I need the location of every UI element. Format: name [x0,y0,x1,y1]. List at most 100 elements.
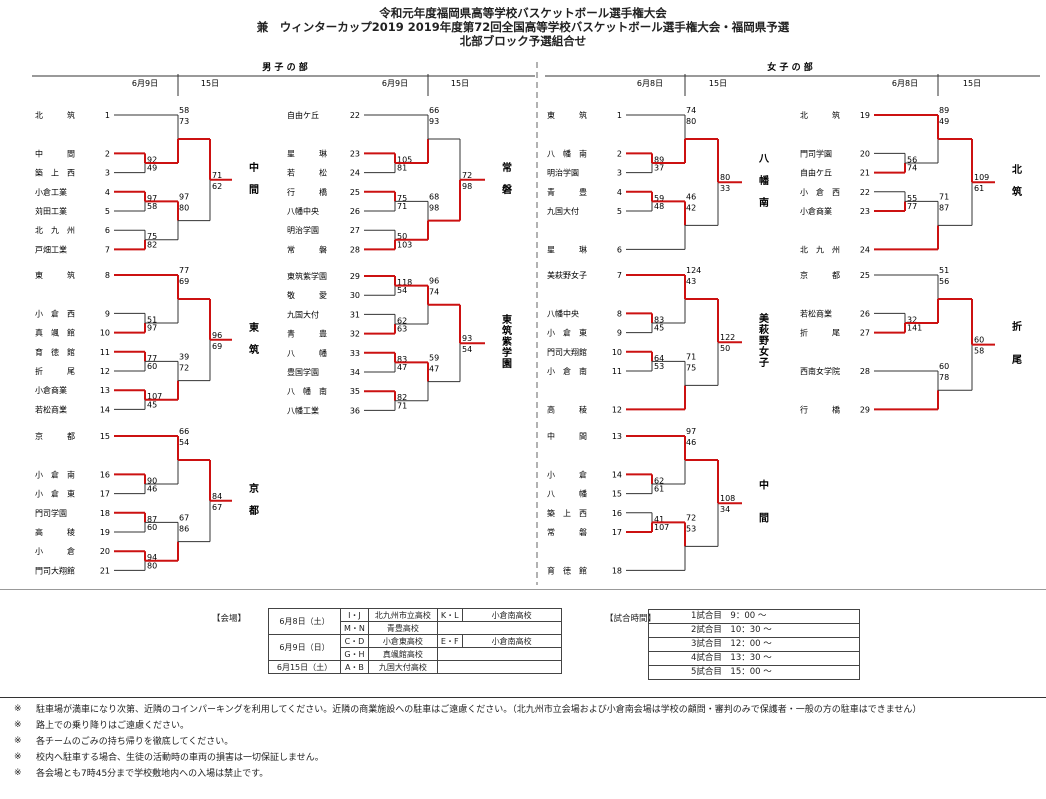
team-name: 若松商業 [800,308,832,318]
score-label: 47 [429,364,439,373]
team-seed: 23 [860,207,870,216]
score-label: 74 [429,288,439,297]
block-winner-label: 幡 [759,174,770,187]
score-label: 53 [654,362,664,371]
team-name: 戸畑工業 [35,244,67,254]
block-winner-label: 折 [1012,320,1022,333]
note-text: 路上での乗り降りはご遠慮ください。 [36,721,190,731]
venue-court: G・H [340,647,369,661]
venue-site: 青豊高校 [367,621,438,635]
block-winner-label: 野 [759,335,769,347]
score-label: 42 [686,203,696,212]
score-label: 72 [179,363,189,372]
team-seed: 34 [350,368,360,377]
team-seed: 3 [617,169,622,178]
team-seed: 6 [617,245,622,254]
team-name: 東 筑 [547,110,587,120]
score-label: 67 [179,513,189,522]
venue-date: 6月9日（日） [268,634,341,661]
score-label: 71 [939,192,949,201]
team-name: 真 颯 館 [35,328,75,338]
block-title: 北部ブロック予選組合せ [459,34,587,48]
team-name: 美萩野女子 [547,270,587,280]
score-label: 83 [654,315,664,324]
score-label: 77 [179,266,189,275]
venue-site: 北九州市立高校 [367,608,438,622]
venue-empty [436,647,562,661]
venue-site: 小倉南高校 [461,634,562,648]
team-name: 八 幡 南 [287,386,327,396]
notes-divider [0,697,1046,698]
note-mark: ※ [14,720,22,730]
block-winner-label: 京 [249,482,259,495]
team-seed: 23 [350,149,360,158]
score-label: 47 [397,363,407,372]
score-label: 73 [179,117,189,126]
team-seed: 25 [860,271,870,280]
block-winner-label: 筑 [1012,185,1022,198]
team-name: 門司大翔館 [547,347,587,357]
score-label: 80 [147,561,157,570]
team-seed: 17 [100,490,110,499]
team-name: 北 筑 [35,110,75,120]
venue-row: 6月8日（土） I・J 北九州市立高校 K・L 小倉南高校 [268,608,562,635]
venue-table: 6月8日（土） I・J 北九州市立高校 K・L 小倉南高校 M・N 青豊高校 6… [268,608,562,674]
score-label: 80 [686,117,696,126]
venue-row: 6月15日（土） A・B 九国大付高校 [268,660,562,674]
team-name: 八幡中央 [547,308,579,318]
team-name: 八 幡 南 [547,148,587,158]
team-name: 八 幡 [287,348,327,358]
score-label: 56 [907,155,917,164]
team-name: 折 尾 [800,328,840,338]
team-name: 小 倉 [35,546,75,556]
note-mark: ※ [14,736,22,746]
score-label: 46 [147,485,157,494]
note-text: 校内へ駐車する場合、生徒の活動時の車両の損害は一切保証しません。 [36,753,324,763]
date-header-boys-left-day1: 6月9日 [132,79,158,88]
team-name: 小 倉 東 [547,328,587,338]
block-winner-label: 子 [759,357,769,369]
block-winner-label: 間 [249,184,259,196]
team-name: 折 尾 [35,366,75,376]
team-seed: 29 [350,272,360,281]
score-label: 105 [397,155,412,164]
team-seed: 4 [105,188,110,197]
team-seed: 12 [612,405,622,414]
team-seed: 33 [350,349,360,358]
score-label: 33 [720,184,730,193]
score-label: 75 [147,232,157,241]
team-seed: 35 [350,387,360,396]
score-label: 49 [939,117,949,126]
score-label: 80 [720,173,730,182]
score-label: 48 [654,202,664,211]
team-name: 育 徳 館 [547,565,587,575]
team-name: 北 筑 [800,110,840,120]
score-label: 74 [907,164,917,173]
score-label: 69 [212,342,222,351]
team-name: 小倉商業 [800,206,832,216]
date-header-girls-left-day2: 15日 [709,79,727,88]
score-label: 71 [397,202,407,211]
team-seed: 31 [350,310,360,319]
team-seed: 11 [612,367,622,376]
score-label: 66 [179,427,189,436]
block-winner-label: 萩 [758,323,769,336]
team-seed: 12 [100,367,110,376]
team-name: 北 九 州 [800,245,840,254]
score-label: 93 [462,334,472,343]
team-seed: 14 [612,470,622,479]
venue-label: 【会場】 [212,614,247,624]
team-name: 小 倉 東 [35,489,75,499]
score-label: 98 [429,203,439,212]
team-name: 明治学園 [547,168,579,178]
note-text: 各チームのごみの持ち帰りを徹底してください。 [36,737,234,747]
team-seed: 2 [617,149,622,158]
block-winner-label: 中 [759,479,769,492]
score-label: 62 [397,316,407,325]
team-name: 常 磐 [547,527,587,537]
team-seed: 36 [350,406,360,415]
time-row: 2試合目 10：30 ～ [649,624,859,638]
block-winner-label: 磐 [502,183,512,196]
team-name: 小倉工業 [35,187,67,197]
score-label: 87 [147,515,157,524]
